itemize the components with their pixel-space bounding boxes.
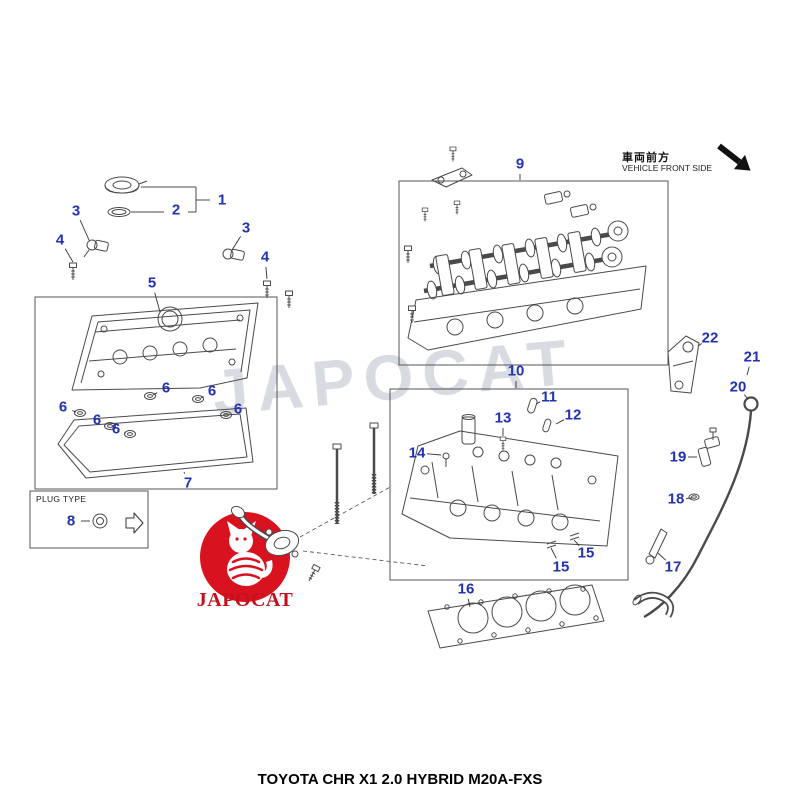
part-number-18: 18	[667, 490, 685, 508]
part-number-15: 15	[577, 544, 595, 562]
part-number-1: 1	[217, 191, 227, 209]
part-number-14: 14	[408, 444, 426, 462]
part-number-8: 8	[66, 512, 76, 530]
valve-keepers	[546, 532, 580, 549]
japocat-logo	[200, 512, 290, 602]
stud-bolts	[332, 422, 379, 524]
part-number-6: 6	[161, 379, 171, 397]
part-number-20: 20	[729, 378, 747, 396]
head-gasket	[427, 584, 605, 649]
dowel-pin-11	[527, 397, 538, 414]
arrow-outline-icon	[125, 512, 144, 534]
part-number-7: 7	[183, 474, 193, 492]
oil-dipstick	[643, 396, 759, 619]
cam-sensor-right	[222, 248, 245, 261]
valve-guide-tube	[461, 416, 476, 445]
cylinder-head-group-box	[389, 388, 629, 581]
valve-cover-gasket	[57, 407, 254, 479]
part-number-3: 3	[71, 202, 81, 220]
oil-control-valve	[697, 427, 721, 467]
plug-grommet	[92, 513, 108, 529]
part-number-4: 4	[55, 231, 65, 249]
dipstick-guide-sensor	[645, 528, 668, 565]
part-number-11: 11	[541, 388, 557, 406]
front-direction-arrow	[717, 143, 751, 171]
part-number-2: 2	[171, 201, 181, 219]
part-number-10: 10	[507, 362, 525, 380]
plug-type-box	[29, 490, 149, 549]
dipstick-guide-bracket	[667, 335, 700, 394]
camshaft-group-box	[398, 180, 669, 366]
cam-sensor-left	[83, 239, 109, 258]
part-number-4: 4	[260, 248, 270, 266]
oil-filler-cap	[104, 176, 148, 217]
part-number-21: 21	[743, 348, 761, 366]
part-number-22: 22	[701, 329, 719, 347]
part-number-5: 5	[147, 274, 157, 292]
logo-wordmark: JAPOCAT	[196, 589, 294, 611]
part-number-16: 16	[457, 580, 475, 598]
part-number-6: 6	[92, 411, 102, 429]
part-number-13: 13	[494, 409, 512, 427]
part-number-3: 3	[241, 219, 251, 237]
part-number-6: 6	[111, 420, 121, 438]
vehicle-front-label-jp: 車両前方	[622, 152, 670, 164]
bracket-1-2	[131, 186, 210, 213]
valve-cover	[71, 302, 259, 391]
part-number-6: 6	[207, 382, 217, 400]
vehicle-front-label-en: VEHICLE FRONT SIDE	[622, 163, 713, 173]
part-number-12: 12	[564, 406, 582, 424]
plug-type-label: PLUG TYPE	[36, 494, 87, 504]
part-number-15: 15	[552, 558, 570, 576]
part-number-9: 9	[515, 155, 525, 173]
camshaft-assembly	[404, 190, 647, 351]
page-title: TOYOTA CHR X1 2.0 HYBRID M20A-FXS	[257, 771, 543, 788]
o-ring	[688, 493, 700, 501]
part-number-6: 6	[58, 398, 68, 416]
part-number-6: 6	[233, 400, 243, 418]
hose	[632, 591, 675, 618]
dowel-pin-12	[542, 418, 552, 433]
part-number-17: 17	[664, 558, 682, 576]
cam-bracket-plate	[431, 167, 473, 188]
part-number-19: 19	[669, 448, 687, 466]
cylinder-head	[401, 430, 619, 547]
water-outlet-pipe	[230, 485, 429, 567]
